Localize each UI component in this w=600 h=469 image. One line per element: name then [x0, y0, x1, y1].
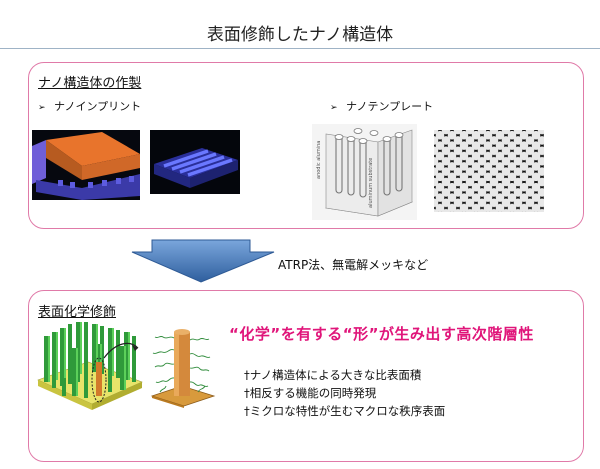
- page-title: 表面修飾したナノ構造体: [206, 25, 394, 45]
- anodic-alumina-image: anodic alumina aluminum substrate: [312, 124, 417, 220]
- nanorod-array-image: [37, 322, 143, 410]
- hierarchy-headline: “化学”を有する“形”が生み出す高次階層性: [229, 325, 534, 343]
- feature-item: †ミクロな特性が生むマクロな秩序表面: [244, 404, 446, 418]
- feature-item: †ナノ構造体による大きな比表面積: [244, 368, 422, 382]
- fabrication-heading: ナノ構造体の作製: [38, 76, 142, 91]
- hexagonal-pores-image: [434, 130, 544, 212]
- nanoimprint-pattern-image: [150, 130, 240, 194]
- process-methods-label: ATRP法、無電解メッキなど: [278, 258, 429, 272]
- process-arrow-icon: [131, 239, 275, 283]
- nanoimprint-mold-image: [32, 130, 140, 200]
- sem-label-alumina: anodic alumina: [316, 141, 322, 179]
- grafted-rod-image: [150, 329, 216, 408]
- sem-label-substrate: aluminum substrate: [368, 158, 374, 208]
- surface-modification-heading: 表面化学修飾: [38, 305, 117, 320]
- bullet-marker-icon: ➢: [330, 103, 338, 113]
- nanotemplate-label: ➢ ナノテンプレート: [330, 98, 433, 114]
- feature-item: †相反する機能の同時発現: [244, 386, 377, 400]
- nanotemplate-text: ナノテンプレート: [346, 100, 434, 113]
- nanoimprint-text: ナノインプリント: [54, 100, 142, 113]
- nanoimprint-label: ➢ ナノインプリント: [38, 98, 141, 114]
- title-divider: [0, 48, 600, 49]
- bullet-marker-icon: ➢: [38, 103, 46, 113]
- feature-list: †ナノ構造体による大きな比表面積 †相反する機能の同時発現 †ミクロな特性が生む…: [244, 366, 445, 420]
